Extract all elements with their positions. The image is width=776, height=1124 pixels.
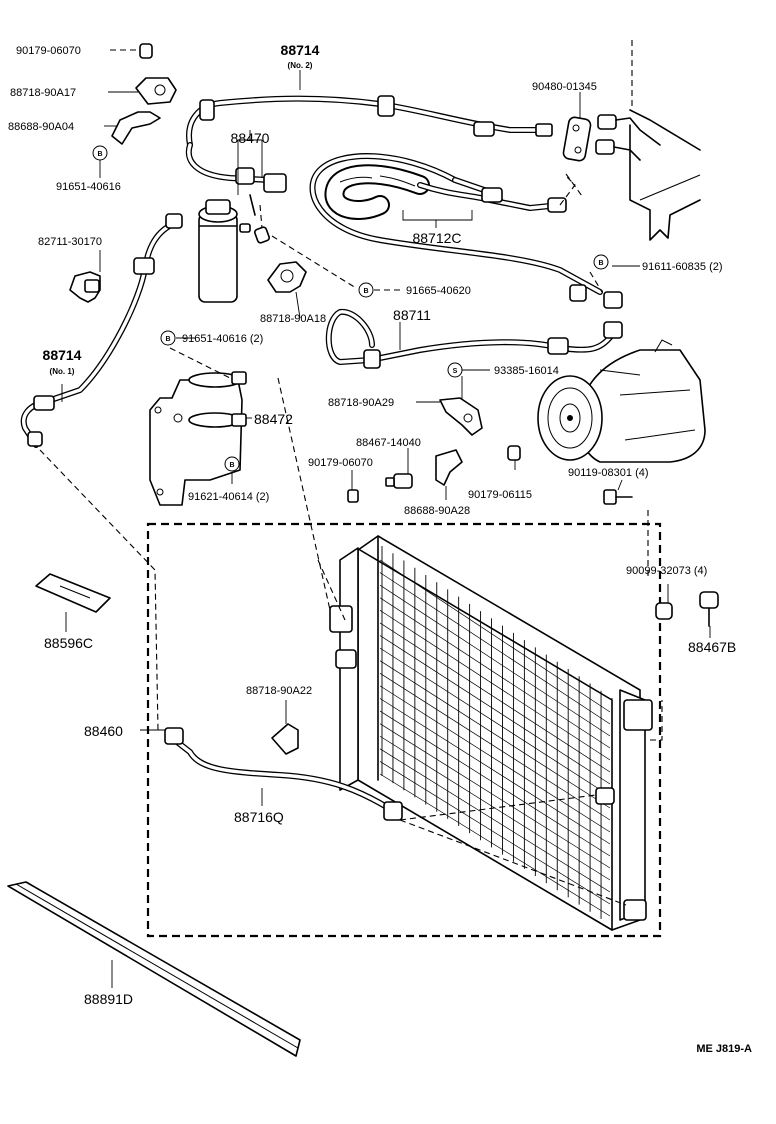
- label-88472: 88472: [254, 411, 293, 427]
- label-88716Q: 88716Q: [234, 809, 284, 825]
- bracket-88688-90A04: [111, 111, 161, 145]
- callout-bolt-91665-40620: B: [358, 282, 374, 298]
- label-88688-90A04: 88688-90A04: [8, 121, 74, 133]
- clamp-88718-90A17: [135, 77, 177, 105]
- fin-horizontal: [379, 572, 611, 725]
- label-88718-90A22: 88718-90A22: [246, 685, 312, 697]
- fin-horizontal: [379, 559, 611, 713]
- clip-88718-90A29: [439, 397, 483, 436]
- label-88460: 88460: [84, 723, 123, 739]
- pad-88596C: [35, 573, 111, 613]
- fin-horizontal: [379, 748, 611, 893]
- callout-bolt-91651-40616-2: B: [160, 330, 176, 346]
- leader-88712C-block: [559, 174, 576, 206]
- label-91651-40616: 91651-40616: [56, 181, 121, 193]
- bushing-88467B: [699, 591, 719, 627]
- label-91665-40620: 91665-40620: [406, 285, 471, 297]
- callout-b-letter: B: [363, 288, 368, 295]
- callout-s-letter: S: [453, 368, 458, 375]
- fin-horizontal: [379, 635, 611, 785]
- receiver-drier-88470: [198, 173, 287, 303]
- condenser-fins: [379, 546, 613, 926]
- fin-horizontal: [379, 610, 611, 761]
- label-90179-06115: 90179-06115: [468, 489, 532, 501]
- nut-90179-06070-mid: [347, 489, 359, 503]
- label-88714-no2-sub: (No. 2): [288, 61, 313, 70]
- label-90099-32073: 90099-32073 (4): [626, 565, 707, 577]
- label-88467-14040: 88467-14040: [356, 437, 421, 449]
- label-88718-90A18: 88718-90A18: [260, 313, 326, 325]
- liquid-tube-88716Q: [164, 727, 403, 821]
- switch-88467-14040: [385, 473, 413, 489]
- callout-bolt-91651-40616: B: [92, 145, 108, 161]
- suction-hose-88712C: [309, 153, 603, 302]
- fin-horizontal: [379, 685, 611, 833]
- fin-horizontal: [379, 597, 611, 749]
- label-88714-no2: 88714: [281, 42, 320, 58]
- label-90480-01345: 90480-01345: [532, 81, 597, 93]
- label-88714-no1-sub: (No. 1): [50, 367, 75, 376]
- discharge-hose-88714-no2: [185, 95, 553, 185]
- fin-horizontal: [379, 773, 611, 917]
- callout-b-letter: B: [97, 151, 102, 158]
- label-88718-90A17: 88718-90A17: [10, 87, 76, 99]
- fin-horizontal: [379, 723, 611, 869]
- fin-horizontal: [379, 584, 611, 737]
- part-labels: 90179-06070 88714 (No. 2) 88718-90A17 88…: [8, 42, 752, 1055]
- label-88718-90A29: 88718-90A29: [328, 397, 394, 409]
- label-88467B: 88467B: [688, 639, 736, 655]
- firewall-bracket: [629, 40, 701, 241]
- fin-horizontal: [379, 761, 611, 905]
- discharge-pipe-88711: [325, 291, 623, 369]
- nut-90179-06070-top: [139, 43, 153, 59]
- callout-b-letter: B: [165, 336, 170, 343]
- drawing-code: ME J819-A: [696, 1043, 752, 1055]
- label-88596C: 88596C: [44, 635, 93, 651]
- liquid-pipe-88714-no1: [20, 213, 183, 448]
- label-88891D: 88891D: [84, 991, 133, 1007]
- label-93385-16014: 93385-16014: [494, 365, 559, 377]
- label-90119-08301: 90119-08301 (4): [568, 467, 649, 479]
- fin-horizontal: [379, 698, 611, 845]
- clamp-82711-30170: [69, 271, 101, 303]
- callout-bolt-91611-60835: B: [593, 254, 609, 270]
- fin-horizontal: [379, 622, 611, 773]
- label-88714-no1: 88714: [43, 347, 82, 363]
- label-90179-06070-mid: 90179-06070: [308, 457, 373, 469]
- callout-b-letter: B: [229, 462, 234, 469]
- label-88470: 88470: [231, 130, 270, 146]
- callout-bolt-91621-40614: B: [224, 456, 240, 472]
- clamp-88718-90A18: [267, 261, 307, 293]
- leader-lines: [39, 49, 711, 988]
- fin-horizontal: [379, 647, 611, 797]
- nut-90179-06115: [507, 445, 521, 461]
- callout-b-letter: B: [598, 260, 603, 267]
- label-88711: 88711: [393, 307, 431, 323]
- label-88712C: 88712C: [412, 230, 461, 246]
- label-91621-40614: 91621-40614 (2): [188, 491, 269, 503]
- label-82711-30170: 82711-30170: [38, 236, 102, 248]
- compressor: [537, 339, 706, 463]
- fin-horizontal: [379, 710, 611, 857]
- fin-horizontal: [379, 672, 611, 821]
- fin-horizontal: [379, 660, 611, 809]
- joint-block-90480-01345: [562, 114, 661, 162]
- drier-bracket-88472: [149, 371, 247, 506]
- condenser-88460: [146, 522, 662, 938]
- label-90179-06070-top: 90179-06070: [16, 45, 81, 57]
- clamp-88718-90A22: [271, 723, 299, 755]
- bolt-90119-08301: [603, 489, 633, 505]
- callout-screw-93385-16014: S: [447, 362, 463, 378]
- bracket-88688-90A28: [435, 449, 463, 486]
- seal-strip-88891D: [7, 881, 301, 1057]
- bolt-90099-32073: [655, 602, 673, 620]
- label-91611-60835: 91611-60835 (2): [642, 261, 723, 273]
- label-88688-90A28: 88688-90A28: [404, 505, 470, 517]
- label-91651-40616-2: 91651-40616 (2): [182, 333, 263, 345]
